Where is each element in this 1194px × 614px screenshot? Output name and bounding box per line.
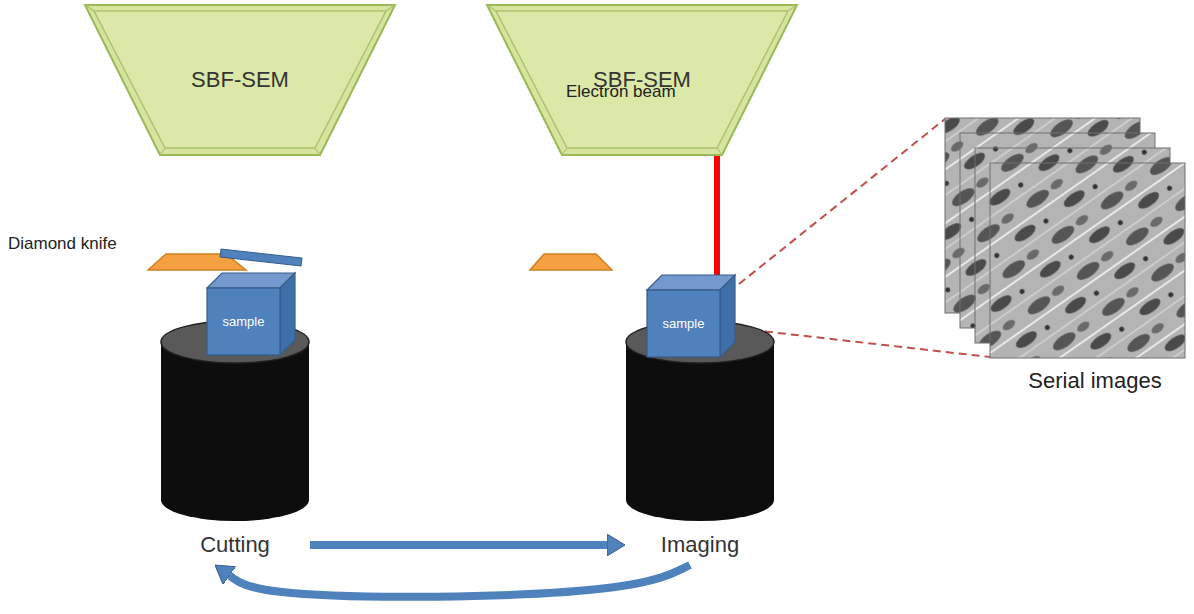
text-area: SBF-SEM — [85, 5, 395, 155]
text-area: Imaging — [625, 525, 775, 565]
cylinder-body — [161, 342, 309, 521]
cube-front — [207, 288, 280, 355]
bevel-edge — [487, 5, 496, 11]
step-label: Cutting — [200, 532, 270, 558]
bevel-edge — [160, 148, 165, 155]
part-label: Diamond knife — [8, 234, 148, 254]
part-label: Diamond knife — [8, 234, 117, 253]
bevel-edge — [717, 148, 722, 155]
cube-side — [720, 275, 735, 357]
text-area: sample — [207, 288, 280, 355]
sample-label: sample — [663, 316, 705, 331]
caption-label: Serial images — [1028, 368, 1161, 393]
step-label: Imaging — [661, 532, 739, 558]
cyl-outline — [160, 320, 310, 565]
cylinder-body — [626, 342, 774, 521]
bevel-edge — [85, 5, 94, 11]
text-area: SBF-SEM — [487, 5, 797, 155]
part-label: Electron beam — [566, 82, 676, 101]
instrument-label: SBF-SEM — [191, 67, 289, 93]
return-arrow — [230, 565, 690, 597]
flow-arrow — [310, 541, 607, 549]
dashed-leader — [752, 330, 990, 357]
em-image — [990, 163, 1185, 358]
stage-cylinder: Cutting — [160, 320, 310, 565]
bevel — [496, 11, 788, 148]
cylinder-top — [161, 321, 309, 363]
bevel-edge — [315, 148, 320, 155]
cylinder-top — [626, 321, 774, 363]
bevel-edge — [788, 5, 797, 11]
caption-label: Serial images — [1000, 368, 1190, 394]
microscope-column: SBF-SEM — [487, 5, 797, 155]
sample-label: sample — [223, 314, 265, 329]
text-area: Cutting — [160, 525, 310, 565]
electron-beam — [714, 155, 720, 275]
bevel-edge — [562, 148, 567, 155]
sample-block: sample — [207, 273, 295, 355]
bevel-edge — [386, 5, 395, 11]
sample-block: sample — [647, 275, 735, 357]
cube-front — [647, 290, 720, 357]
dashed-leader — [739, 119, 945, 284]
trapezoid — [487, 5, 797, 155]
diamond-knife — [530, 254, 612, 270]
cut-slice — [220, 249, 302, 266]
bevel — [94, 11, 386, 148]
trapezoid — [85, 5, 395, 155]
microscope-column: SBF-SEM — [85, 5, 395, 155]
text-area: sample — [647, 290, 720, 357]
cube-side — [280, 273, 295, 355]
